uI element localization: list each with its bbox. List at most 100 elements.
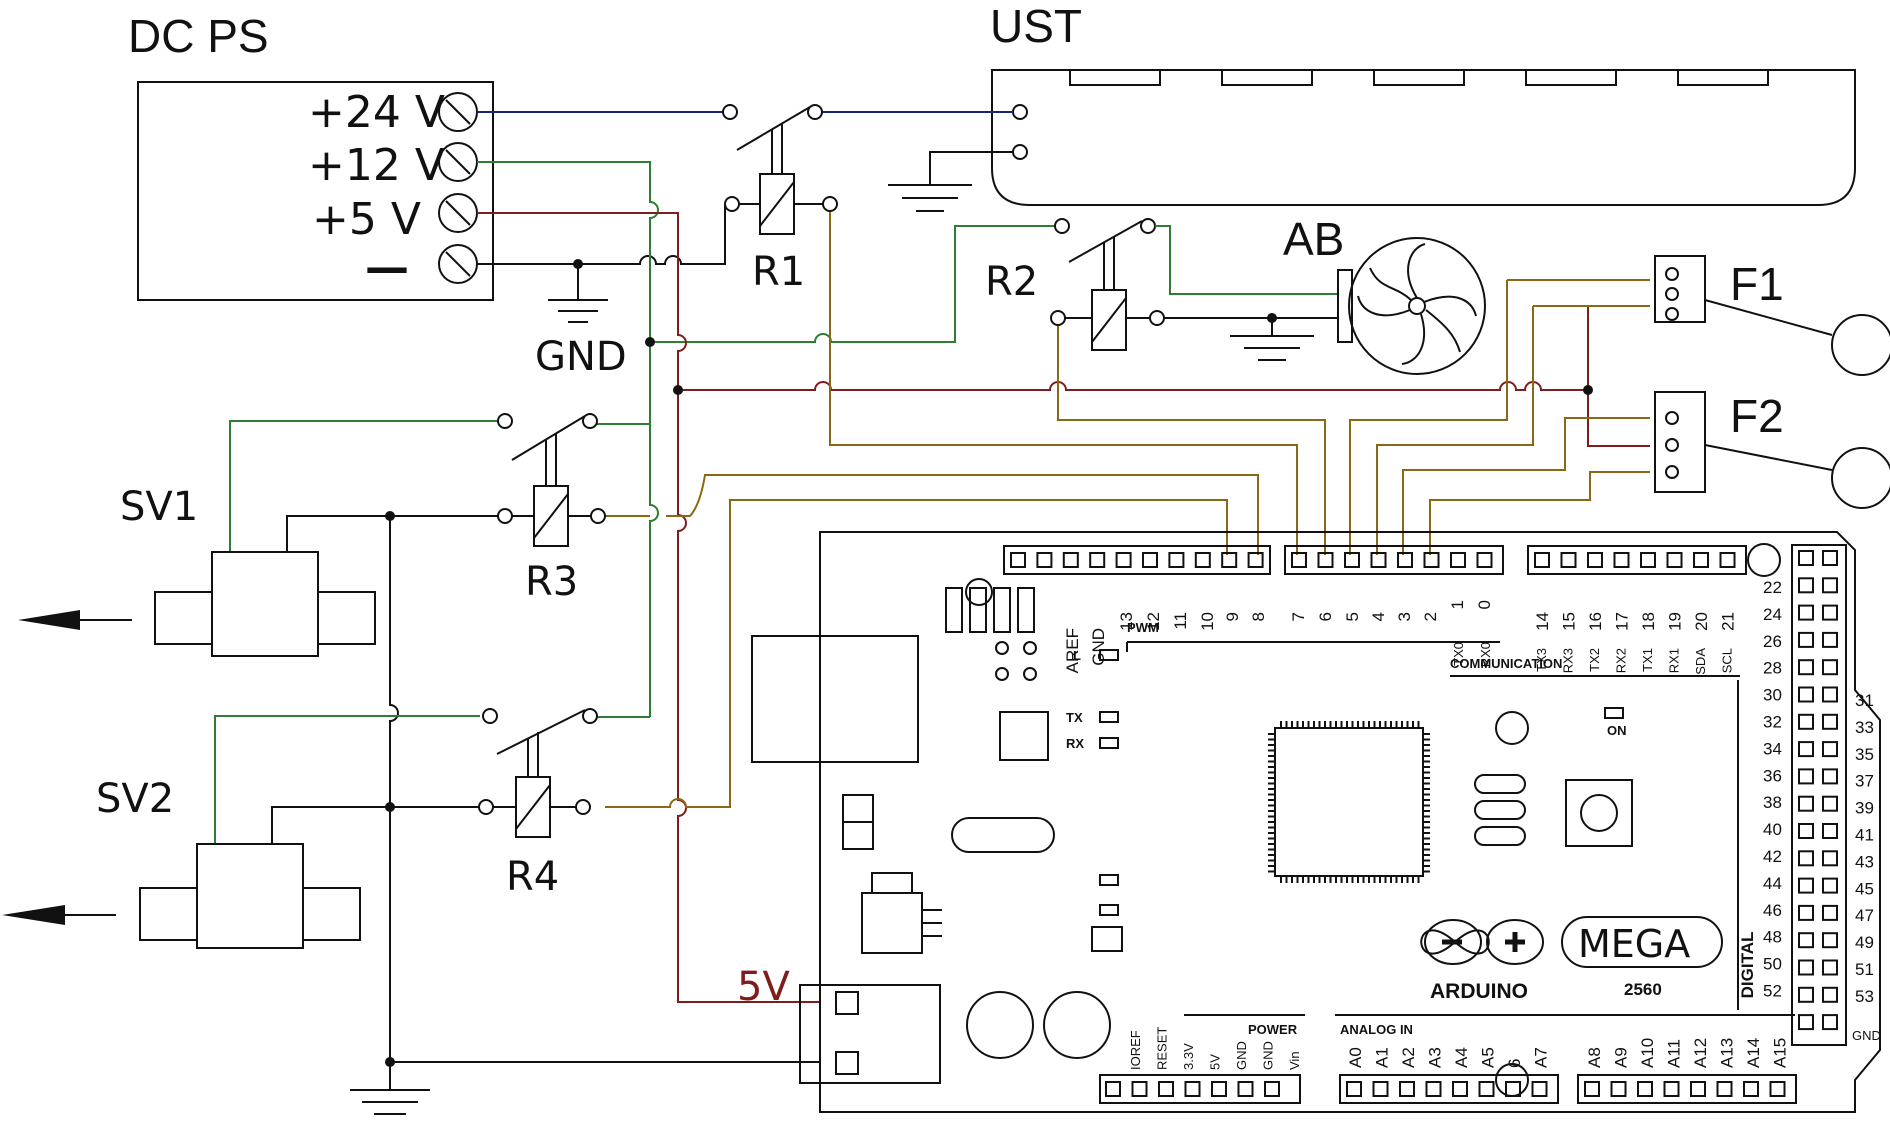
on-label: ON [1607, 723, 1627, 738]
analog-in-label: ANALOG IN [1340, 1022, 1413, 1037]
pin-label-A0: A0 [1346, 1047, 1365, 1068]
pin-square [1397, 552, 1413, 568]
pin-square [1131, 1081, 1148, 1097]
r4-label: R4 [506, 854, 559, 900]
digital-pin-44: 44 [1763, 874, 1782, 893]
dc-power-supply: +24 V +12 V +5 V — [137, 81, 494, 301]
sensor-f1 [1654, 255, 1890, 376]
pin-square [1822, 795, 1838, 812]
digital-pin-39: 39 [1855, 799, 1874, 818]
r2-label: R2 [985, 259, 1038, 305]
pin-label-A5: A5 [1479, 1047, 1498, 1068]
pin-square [1425, 1081, 1442, 1097]
digital-label: DIGITAL [1738, 932, 1757, 999]
ground-icon [1230, 313, 1314, 361]
f1-title: F1 [1730, 258, 1784, 310]
digital-pin-52: 52 [1763, 982, 1782, 1001]
pin-sublabel: TX3 [1534, 648, 1549, 672]
pin-2: 2 [1421, 612, 1440, 621]
pin-square [1798, 959, 1814, 976]
pin-5: 5 [1343, 612, 1362, 621]
pin-sublabel: TX1 [1640, 648, 1655, 672]
pin-square [1211, 1081, 1227, 1097]
pin-label-A9: A9 [1612, 1047, 1631, 1068]
digital-pin-34: 34 [1763, 739, 1782, 758]
pin-sublabel: SCL [1720, 648, 1735, 673]
pin-square [1822, 550, 1838, 566]
pin-label-RESET: RESET [1155, 1027, 1170, 1070]
digital-pin-30: 30 [1763, 686, 1782, 705]
digital-pin-45: 45 [1855, 879, 1874, 898]
pin-square [1716, 1081, 1733, 1097]
pin-square [1798, 713, 1814, 730]
ust-title: UST [990, 0, 1082, 52]
pin-square [1534, 552, 1550, 568]
pin-square [1142, 552, 1158, 568]
pin-square [1798, 659, 1814, 676]
header-pins [1010, 552, 1736, 568]
digital-pin-37: 37 [1855, 772, 1874, 791]
digital-pin-24: 24 [1763, 605, 1782, 624]
pin-6: 6 [1316, 612, 1335, 621]
pin-label-A13: A13 [1718, 1038, 1737, 1068]
digital-pin-41: 41 [1855, 826, 1874, 845]
pin-label-A11: A11 [1665, 1039, 1684, 1068]
terminal-24v-label: +24 V [308, 87, 445, 138]
solenoid-valve-sv2 [2, 843, 361, 949]
pin-sublabel: RX3 [1561, 648, 1576, 673]
pin-9: 9 [1223, 612, 1242, 621]
pin-sublabel: RX1 [1667, 648, 1682, 673]
pin-square [1822, 659, 1838, 676]
pin-label-5V: 5V [1208, 1054, 1223, 1070]
pin-square [1822, 1014, 1838, 1031]
digital-header-pins [1798, 550, 1838, 1031]
digital-pin-31: 31 [1855, 691, 1874, 710]
pin-square [1798, 768, 1814, 785]
pin-square [1822, 877, 1838, 894]
digital-gnd-label: GND [1852, 1028, 1881, 1043]
pin-label-GND: GND [1261, 1041, 1276, 1070]
digital-pin-49: 49 [1855, 933, 1874, 952]
ground-icon [350, 1062, 430, 1115]
pin-square [1476, 552, 1493, 568]
led-l-label: L [1073, 648, 1081, 663]
pin-7: 7 [1289, 612, 1308, 621]
pin-square [1798, 795, 1814, 812]
ust-tank [991, 69, 1856, 206]
digital-pin-50: 50 [1763, 955, 1782, 974]
pin-square [1822, 850, 1838, 867]
pin-square [1690, 1081, 1706, 1097]
pin-label-20: 20 [1692, 612, 1711, 631]
pin-square [1346, 1081, 1362, 1097]
pin-square [1560, 552, 1577, 568]
pin-label-A4: A4 [1452, 1047, 1471, 1068]
digital-pin-22: 22 [1763, 578, 1782, 597]
pwm-label: PWM [1127, 620, 1159, 635]
pin-square [1344, 552, 1360, 568]
digital-pin-38: 38 [1763, 793, 1782, 812]
pin-square [1584, 1081, 1600, 1097]
pin-square [1693, 552, 1709, 568]
pin-square [1822, 686, 1838, 703]
terminal-12v-label: +12 V [308, 140, 445, 191]
pin-square [1478, 1081, 1495, 1097]
pin-square [1798, 932, 1814, 949]
pin-square [1399, 1081, 1415, 1097]
pin-square [1743, 1081, 1759, 1097]
pin-square [1452, 1081, 1468, 1097]
pin-square [1798, 577, 1814, 594]
sv2-label: SV2 [96, 776, 174, 822]
pin-square [1370, 552, 1387, 568]
pin-13: 13 [1117, 612, 1136, 631]
pin-square [1610, 1081, 1627, 1097]
pin-square [1036, 552, 1053, 568]
pin-sublabel: SDA [1693, 648, 1708, 675]
digital-pin-32: 32 [1763, 713, 1782, 732]
pin-4: 4 [1369, 612, 1388, 621]
pin-square [1798, 686, 1814, 703]
sv1-label: SV1 [120, 484, 198, 530]
pin-square [1637, 1081, 1653, 1097]
digital-pin-36: 36 [1763, 766, 1782, 785]
pin-label-15: 15 [1560, 612, 1579, 631]
pin-square [1450, 552, 1466, 568]
